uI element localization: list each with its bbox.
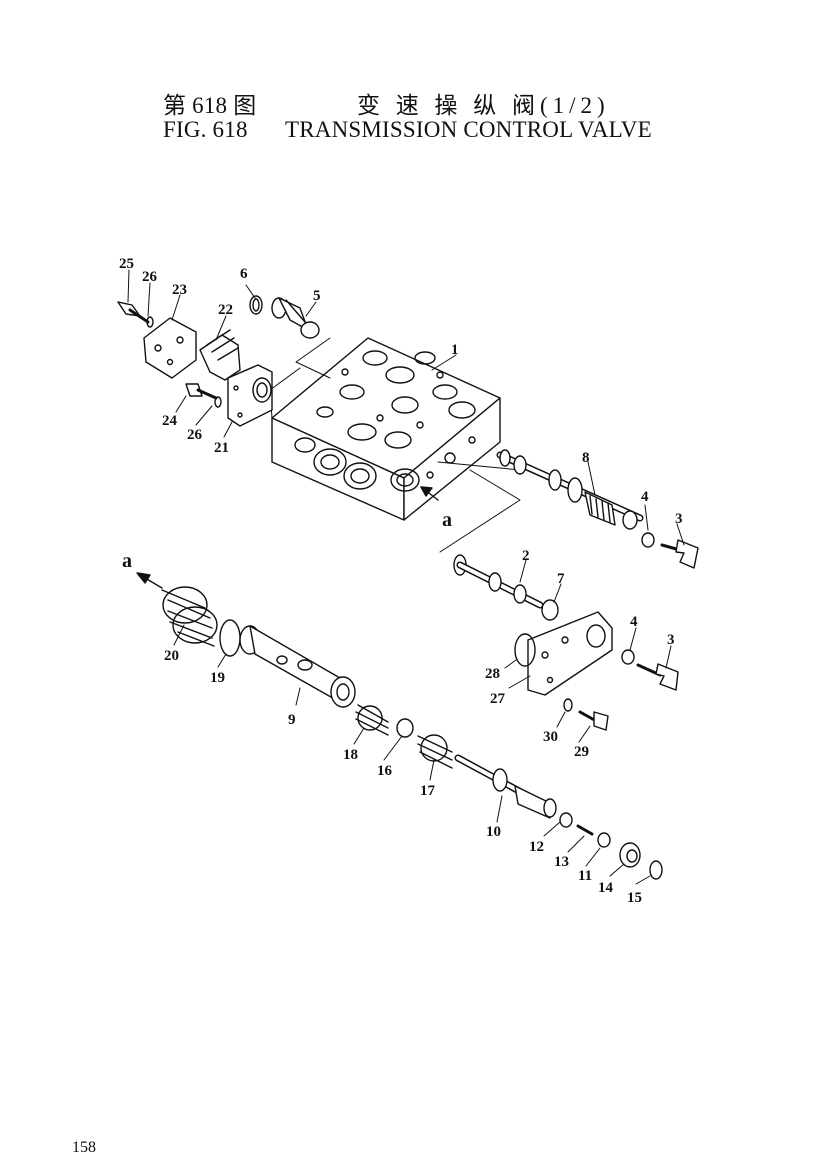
part-23-plate (143, 317, 197, 379)
callout-27: 27 (490, 691, 506, 707)
part-17-spring (417, 734, 453, 769)
callout-11: 11 (578, 868, 592, 884)
callout-18: 18 (343, 747, 358, 763)
callout-24: 24 (162, 413, 178, 429)
callout-4-upper: 4 (641, 489, 649, 505)
page-number: 158 (72, 1139, 96, 1156)
callout-6: 6 (240, 266, 248, 282)
callout-leaders (127, 269, 685, 885)
figure-number-en: FIG. 618 (163, 117, 248, 142)
part-9-sleeve (239, 625, 356, 708)
part-27-cover-plate (527, 611, 613, 696)
part-24-bolt (185, 383, 218, 400)
figure-number-cn: 第 618 图 (163, 93, 257, 118)
part-25-bolt (117, 301, 150, 324)
part-4-nut-lower (621, 649, 635, 665)
callout-23: 23 (172, 282, 187, 298)
part-26-washer-upper (146, 316, 154, 328)
part-14-cap (619, 842, 641, 868)
callout-3-upper: 3 (675, 511, 683, 527)
callout-10: 10 (486, 824, 501, 840)
part-4-nut-upper (641, 532, 655, 548)
part-2-spool (453, 554, 544, 609)
callout-15: 15 (627, 890, 642, 906)
part-8-spool (496, 449, 644, 530)
part-13-spring (576, 824, 594, 836)
callout-28: 28 (485, 666, 500, 682)
callout-8: 8 (582, 450, 590, 466)
callout-5: 5 (313, 288, 321, 304)
part-28-o-ring (514, 633, 536, 667)
view-a-arrow-lower (136, 572, 163, 589)
part-11-plug (597, 832, 611, 848)
valve-body-part (271, 337, 501, 521)
part-5-plug (271, 297, 320, 339)
part-20-spring (161, 586, 218, 647)
callout-13: 13 (554, 854, 569, 870)
callout-26-lower: 26 (187, 427, 203, 443)
callout-17: 17 (420, 783, 436, 799)
callout-22: 22 (218, 302, 233, 318)
part-6-snap-ring (249, 295, 263, 315)
part-18-spring (355, 704, 389, 736)
callout-19: 19 (210, 670, 225, 686)
part-26-washer-lower (214, 396, 222, 408)
figure-title-en: TRANSMISSION CONTROL VALVE (285, 117, 652, 142)
callout-20: 20 (164, 648, 179, 664)
callout-16: 16 (377, 763, 393, 779)
part-15-snap-ring (649, 860, 663, 880)
callout-25: 25 (119, 256, 134, 272)
view-a-label-lower: a (122, 550, 132, 572)
callout-7: 7 (557, 571, 565, 587)
part-21-cover (227, 364, 273, 427)
callout-30: 30 (543, 729, 558, 745)
part-3-bracket-lower (636, 663, 679, 691)
callout-3-lower: 3 (667, 632, 675, 648)
callout-14: 14 (598, 880, 614, 896)
part-19-o-ring (219, 619, 241, 657)
part-7-collar (541, 599, 559, 621)
callout-29: 29 (574, 744, 589, 760)
callout-1: 1 (451, 342, 459, 358)
callout-21: 21 (214, 440, 229, 456)
callout-2: 2 (522, 548, 530, 564)
part-30-washer (563, 698, 573, 712)
figure-title-cn: 变 速 操 纵 阀(1/2) (357, 93, 610, 118)
part-22-lever (199, 329, 241, 381)
part-29-bolt (578, 710, 609, 731)
callout-26-upper: 26 (142, 269, 158, 285)
part-16-seat (396, 718, 414, 738)
part-3-bracket-upper (660, 539, 699, 569)
part-10-spool (454, 754, 557, 819)
part-12-ring (559, 812, 573, 828)
view-a-label-body: a (442, 509, 452, 531)
callout-12: 12 (529, 839, 544, 855)
view-a-arrow-body (420, 486, 439, 501)
callout-4-lower: 4 (630, 614, 638, 630)
callout-9: 9 (288, 712, 296, 728)
